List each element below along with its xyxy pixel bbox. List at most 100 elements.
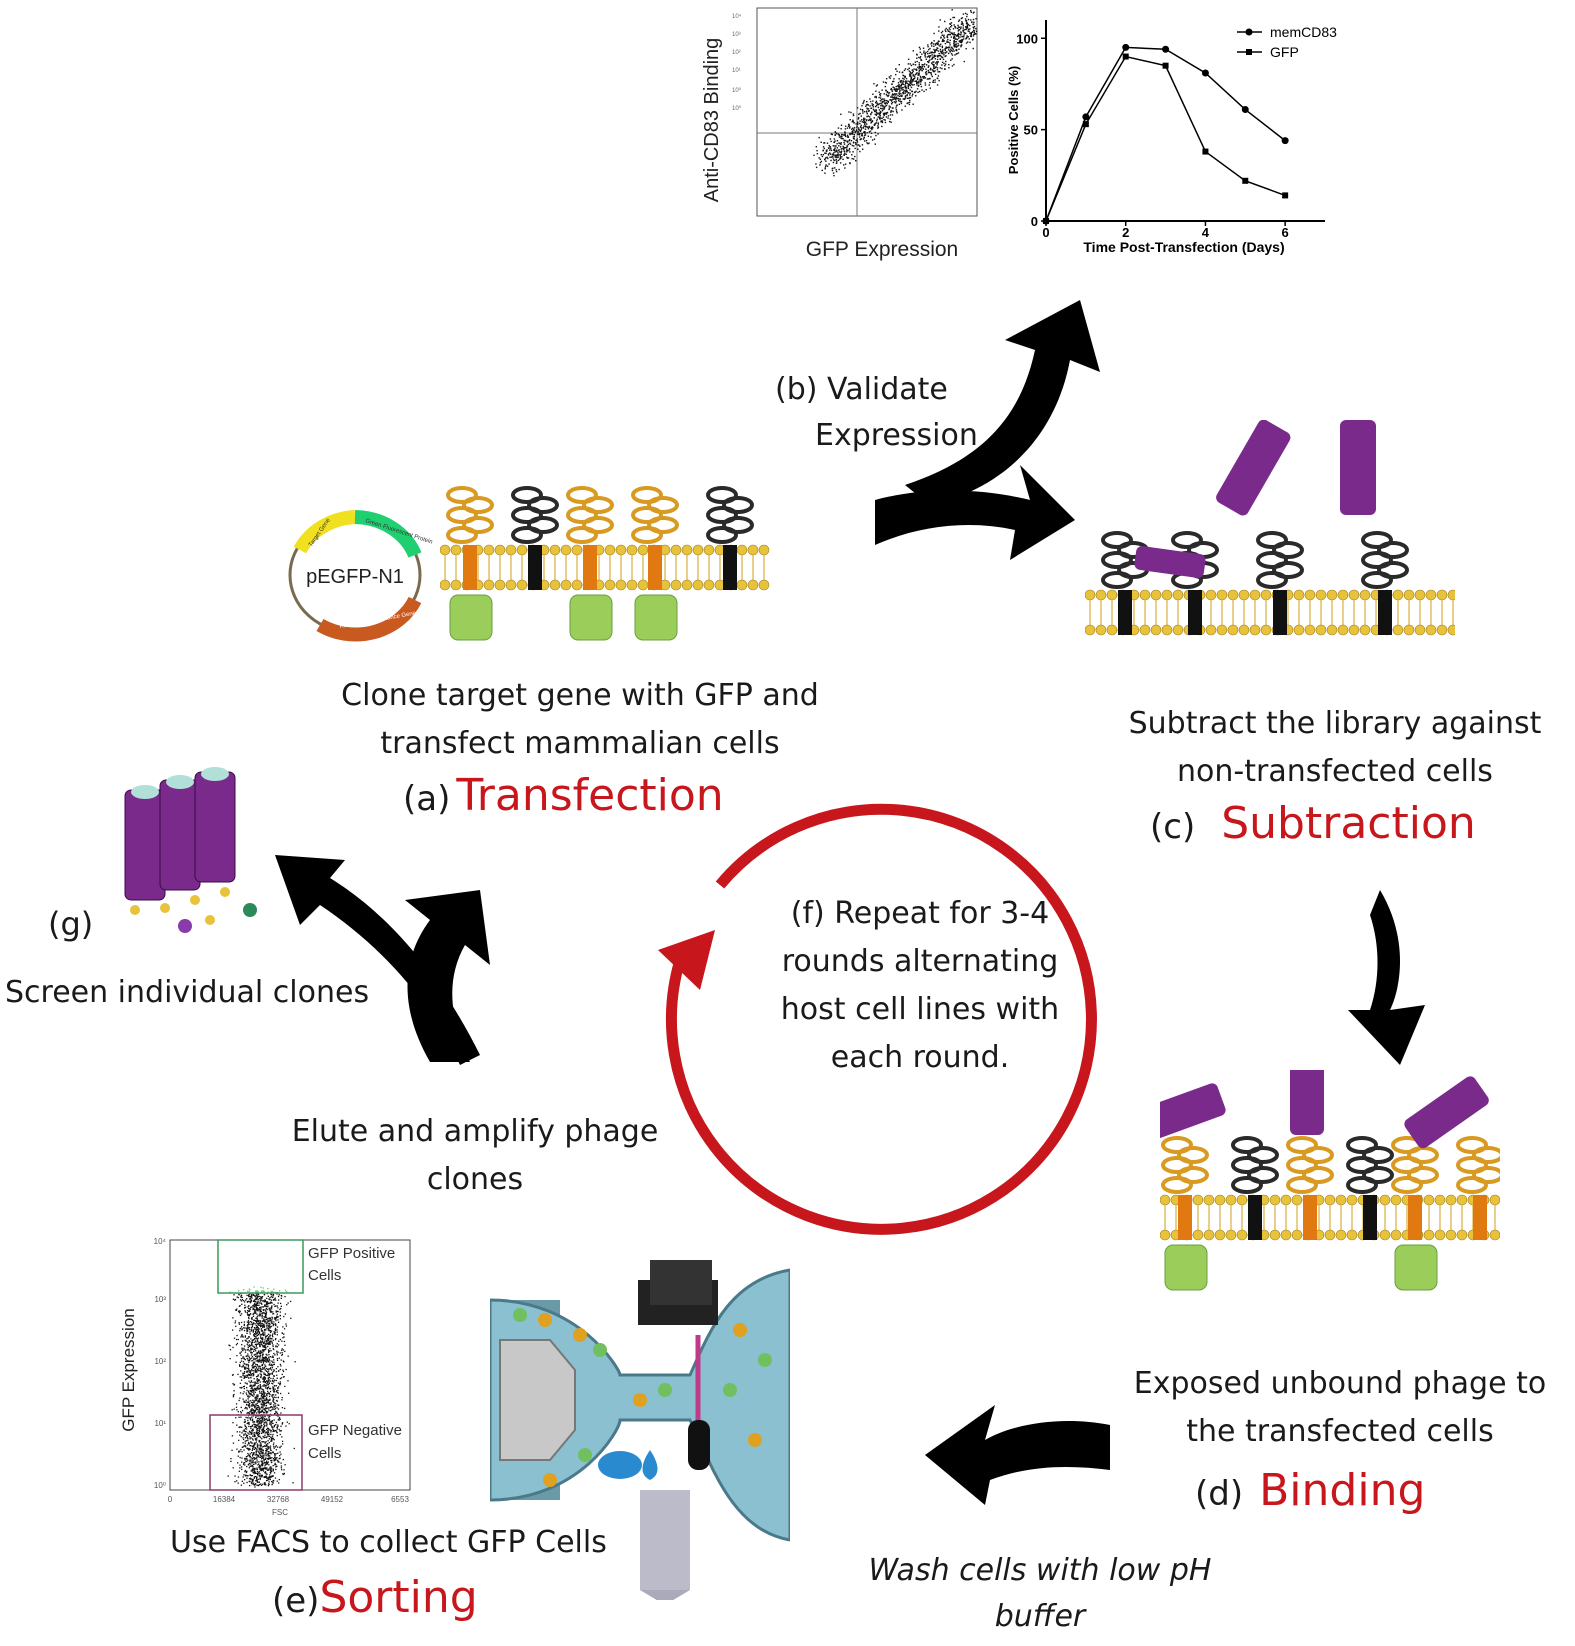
point-GFP xyxy=(1162,62,1169,69)
y-tick-label: 50 xyxy=(1024,123,1038,138)
step-g-desc: Screen individual clones xyxy=(5,975,370,1010)
line-xlabel: Time Post-Transfection (Days) xyxy=(1083,239,1284,255)
legend-gfp: GFP xyxy=(1270,44,1299,60)
step-f-line2: rounds alternating xyxy=(781,944,1059,979)
step-g-tag: (g) xyxy=(48,905,94,943)
sort-y-tick: 10⁴ xyxy=(154,1237,167,1246)
step-c-title: (c) Subtraction xyxy=(1150,798,1476,849)
svg-text:10⁰: 10⁰ xyxy=(732,105,742,112)
x-tick-label: 2 xyxy=(1122,225,1129,240)
sorting-ylabel: GFP Expression xyxy=(119,1308,138,1431)
sort-x-tick: 32768 xyxy=(267,1495,290,1504)
line-axes xyxy=(1045,20,1325,222)
wash-line2: buffer xyxy=(994,1599,1086,1634)
step-a-desc-1: Clone target gene with GFP and xyxy=(341,678,819,713)
step-a-title: (a)Transfection xyxy=(403,770,724,821)
arrow-validate xyxy=(905,300,1100,505)
gate-negative-label: GFP Negative xyxy=(308,1422,402,1439)
x-tick-label: 6 xyxy=(1282,225,1289,240)
scatter-dots xyxy=(813,9,978,177)
gate-positive-label-2: Cells xyxy=(308,1267,341,1284)
gate-positive xyxy=(217,1239,304,1294)
step-b-line2: Expression xyxy=(815,418,978,453)
x-tick-label: 0 xyxy=(1042,225,1049,240)
sorting-xlabel: FSC xyxy=(272,1508,288,1517)
svg-text:10³: 10³ xyxy=(732,32,741,38)
step-b-tag: (b) xyxy=(775,372,818,407)
step-e-name: Sorting xyxy=(319,1572,478,1623)
arrow-to-screen xyxy=(275,855,480,1065)
y-tick-label: 0 xyxy=(1031,214,1038,229)
point-GFP xyxy=(1082,121,1089,128)
sort-x-tick: 16384 xyxy=(213,1495,236,1504)
svg-text:10⁴: 10⁴ xyxy=(732,13,742,20)
sort-y-tick: 10³ xyxy=(154,1295,166,1304)
gate-negative-label-2: Cells xyxy=(308,1445,341,1462)
sort-y-tick: 10¹ xyxy=(154,1419,166,1428)
scatter-ylabel: Anti-CD83 Binding xyxy=(701,38,723,203)
point-GFP xyxy=(1043,218,1049,224)
step-c-name: Subtraction xyxy=(1221,798,1476,849)
point-memCD83 xyxy=(1162,45,1170,53)
elute-line1: Elute and amplify phage xyxy=(291,1114,659,1149)
step-f-line1: Repeat for 3-4 xyxy=(834,896,1050,931)
cycle-circle xyxy=(665,803,1097,1235)
point-GFP xyxy=(1242,177,1249,184)
step-e-desc: Use FACS to collect GFP Cells xyxy=(170,1525,607,1560)
membrane-binding xyxy=(1160,1070,1500,1291)
scatter-xlabel: GFP Expression xyxy=(806,238,959,261)
membrane-transfection xyxy=(440,486,770,641)
step-d-desc-2: the transfected cells xyxy=(1186,1414,1494,1449)
plasmid-svg: pEGFP-N1 Target Gene Green Fluorescent P… xyxy=(288,510,433,642)
step-c-desc-2: non-transfected cells xyxy=(1177,754,1493,789)
step-e-title: (e)Sorting xyxy=(272,1572,478,1623)
step-a-desc: Clone target gene with GFP and transfect… xyxy=(320,672,840,768)
svg-text:10¹: 10¹ xyxy=(732,68,741,74)
step-f-line3: host cell lines with xyxy=(780,992,1060,1027)
step-f-line4: each round. xyxy=(830,1040,1010,1075)
step-a-tag: (a) xyxy=(403,779,451,819)
wash-text: Wash cells with low pH buffer xyxy=(820,1548,1260,1640)
step-c-desc-1: Subtract the library against xyxy=(1128,706,1542,741)
step-d-desc-1: Exposed unbound phage to xyxy=(1133,1366,1547,1401)
legend-memcd83: memCD83 xyxy=(1270,24,1337,40)
point-GFP xyxy=(1122,53,1129,60)
arrow-to-binding xyxy=(1348,890,1425,1065)
plasmid-map: pEGFP-N1 Target Gene Green Fluorescent P… xyxy=(270,500,440,650)
svg-text:10²: 10² xyxy=(732,50,741,56)
sorting-dots xyxy=(227,1286,296,1488)
sort-x-tick: 0 xyxy=(168,1495,173,1504)
point-memCD83 xyxy=(1201,69,1209,77)
arrow-to-sorting xyxy=(925,1405,1110,1505)
point-GFP xyxy=(1202,148,1209,155)
wash-line1: Wash cells with low pH xyxy=(868,1553,1212,1588)
step-c-tag: (c) xyxy=(1150,807,1196,847)
arrow-elute xyxy=(405,890,490,1062)
point-GFP xyxy=(1282,192,1289,199)
facs-device xyxy=(490,1260,790,1600)
step-e-tag: (e) xyxy=(272,1581,320,1621)
step-b-label: (b) Validate xyxy=(775,372,948,407)
point-memCD83 xyxy=(1122,43,1130,51)
step-d-tag: (d) xyxy=(1195,1474,1244,1514)
line-ylabel: Positive Cells (%) xyxy=(1006,66,1021,174)
point-memCD83 xyxy=(1241,106,1249,114)
line-legend: memCD83 GFP xyxy=(1237,24,1337,60)
sort-y-tick: 10⁰ xyxy=(154,1481,166,1490)
point-memCD83 xyxy=(1082,113,1090,121)
elute-line2: clones xyxy=(426,1162,524,1197)
step-b-line1: Validate xyxy=(827,372,948,407)
step-d-name: Binding xyxy=(1259,1465,1426,1516)
step-d-desc: Exposed unbound phage to the transfected… xyxy=(1110,1360,1570,1456)
y-tick-label: 100 xyxy=(1016,31,1038,46)
line-series xyxy=(1042,43,1289,225)
membrane-subtraction xyxy=(1085,420,1455,636)
phage-clones xyxy=(124,767,257,933)
step-d-title: (d) Binding xyxy=(1195,1465,1425,1516)
